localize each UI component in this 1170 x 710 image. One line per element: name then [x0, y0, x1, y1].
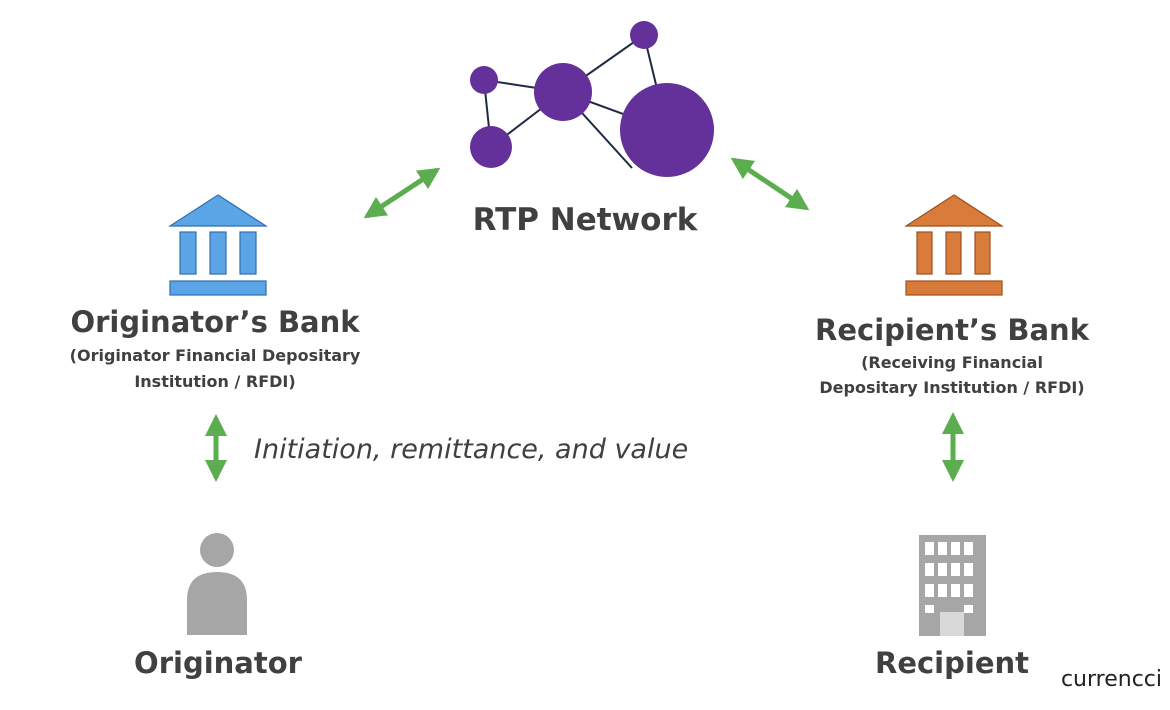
recipient-bank-title: Recipient’s Bank [815, 313, 1090, 347]
originator-label: Originator [134, 646, 303, 680]
originator-bank-subtitle-line2: Institution / RFDI) [134, 372, 295, 391]
network-label: RTP Network [473, 202, 699, 238]
originator-bank-icon [167, 194, 269, 296]
recipient-bank-icon [903, 194, 1005, 296]
originator-bank-network-arrow [363, 167, 441, 219]
originator-bank-subtitle-line1: (Originator Financial Depositary [70, 346, 361, 365]
network-nodes-icon [470, 21, 714, 177]
recipient-label: Recipient [875, 646, 1029, 680]
brand-wordmark: currencci [1061, 667, 1162, 692]
originator-bank-title: Originator’s Bank [70, 305, 360, 339]
recipient-bank-subtitle-line1: (Receiving Financial [861, 353, 1043, 372]
network-recipient-bank-arrow [730, 157, 810, 211]
recipient-bank-subtitle-line2: Depositary Institution / RFDI) [819, 378, 1084, 397]
office-building-icon [919, 535, 986, 636]
flow-note: Initiation, remittance, and value [254, 434, 688, 465]
person-icon [187, 533, 247, 635]
